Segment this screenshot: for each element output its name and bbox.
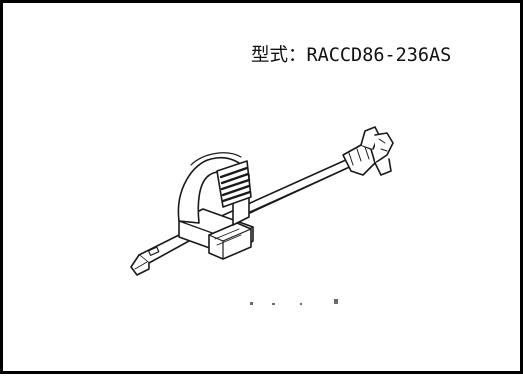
tie-end-head bbox=[342, 144, 376, 176]
cable-clamp-tie-drawing bbox=[130, 126, 394, 305]
scan-artifact-marks bbox=[250, 299, 338, 305]
grip-ribs bbox=[219, 166, 252, 203]
model-number-label: 型式：RACCD86-236AS bbox=[251, 45, 452, 66]
tie-tail bbox=[130, 254, 150, 276]
